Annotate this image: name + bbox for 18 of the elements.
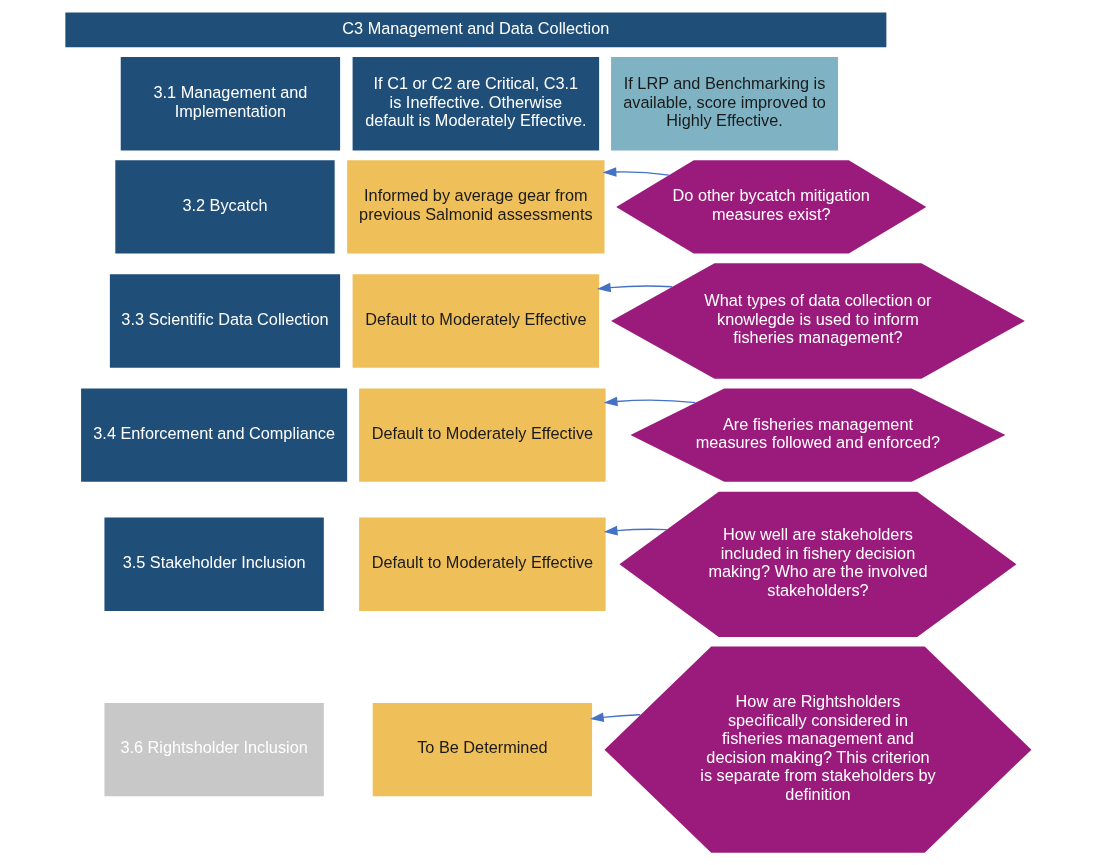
node-box: 3.4 Enforcement and Compliance [81,388,348,482]
arrow [603,525,668,536]
node-box: Default to Moderately Effective [359,388,606,482]
node-box: 3.1 Management and Implementation [120,57,341,151]
node-box: Default to Moderately Effective [352,274,600,368]
node-box: 3.2 Bycatch [115,160,335,254]
arrow [590,712,641,723]
node-box: 3.5 Stakeholder Inclusion [104,517,324,611]
node-box: 3.3 Scientific Data Collection [109,274,341,368]
arrow [603,396,697,407]
node-box: If LRP and Benchmarking is available, score improved to Highly Effective. [611,57,839,151]
node-box: Informed by average gear from previous Salmonid assessments [347,160,605,254]
node-box: Default to Moderately Effective [359,517,606,611]
arrow [597,282,673,293]
node-box: C3 Management and Data Collection [65,12,887,48]
arrow [602,167,670,177]
node-box: If C1 or C2 are Critical, C3.1 is Ineffective. Otherwise default is Moderately Effective. [352,57,600,151]
node-box: To Be Determined [372,702,593,797]
